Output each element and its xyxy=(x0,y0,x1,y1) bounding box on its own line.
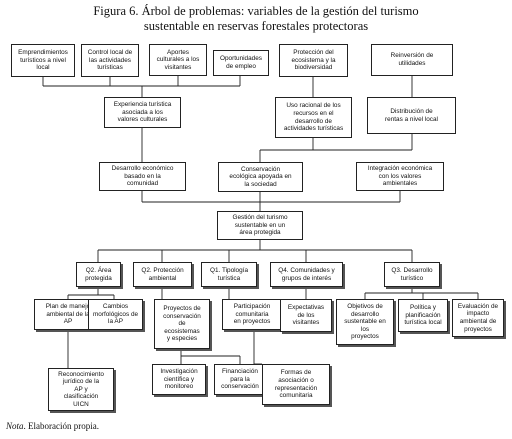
figure-title-line-1: Figura 6. Árbol de problemas: variables … xyxy=(93,4,419,18)
effect-box-aportes-culturales: Aportes culturales a los visitantes xyxy=(149,44,207,76)
effect-box-reinversion: Reinversión de utilidades xyxy=(371,44,453,76)
cause-box-politica: Política y planificación turística local xyxy=(398,299,448,332)
effect-box-proteccion-ecosistema: Protección del ecosistema y la biodivers… xyxy=(279,44,348,77)
effect-box-oportunidades: Oportunidades de empleo xyxy=(213,50,269,76)
effect-box-desarrollo-economico: Desarrollo económico basado en la comuni… xyxy=(99,162,186,191)
question-box-q4-comunidades: Q4. Comunidades y grupos de interés xyxy=(270,262,343,287)
note-label: Nota xyxy=(6,421,24,431)
cause-box-participacion: Participación comunitaria en proyectos xyxy=(222,299,282,330)
effect-box-conservacion: Conservación ecológica apoyada en la soc… xyxy=(218,162,303,192)
question-box-q1-tipologia: Q1. Tipología turística xyxy=(201,262,257,287)
cause-box-proyectos-conservacion: Proyectos de conservación de ecosistemas… xyxy=(154,299,210,349)
subcause-box-investigacion: Investigación científica y monitoreo xyxy=(152,364,206,395)
cause-box-objetivos: Objetivos de desarrollo sustentable en l… xyxy=(336,299,394,345)
question-box-q3-desarrollo: Q3. Desarrollo turístico xyxy=(384,262,440,287)
subcause-box-formas-asociacion: Formas de asociación o representación co… xyxy=(262,364,330,405)
effect-box-integracion: Integración económica con los valores am… xyxy=(356,162,444,191)
figure-title-line-2: sustentable en reservas forestales prote… xyxy=(143,19,369,33)
core-problem-box: Gestión del turismo sustentable en un ár… xyxy=(217,211,303,240)
cause-box-cambios-morfologicos: Cambios morfológicos de la AP xyxy=(88,299,143,330)
question-box-q2-area-protegida: Q2. Área protegida xyxy=(76,262,121,287)
question-box-q2-proteccion-ambiental: Q2. Protección ambiental xyxy=(133,262,192,287)
figure-note: Nota. Elaboración propia. xyxy=(6,421,99,431)
cause-box-evaluacion: Evaluación de impacto ambiental de proye… xyxy=(452,299,504,337)
subcause-box-financiacion: Financiación para la conservación xyxy=(214,364,266,395)
effect-box-emprendimientos: Emprendimientos turísticos a nivel local xyxy=(11,44,75,77)
cause-box-expectativas: Expectativas de los visitantes xyxy=(280,299,332,332)
subcause-box-reconocimiento: Reconocimiento jurídico de la AP y clasi… xyxy=(48,368,114,411)
effect-box-uso-racional: Uso racional de los recursos en el desar… xyxy=(275,97,352,138)
effect-box-experiencia: Experiencia turística asociada a los val… xyxy=(104,97,181,128)
effect-box-control-local: Control local de las actividades turísti… xyxy=(81,44,139,77)
note-text: . Elaboración propia. xyxy=(23,421,99,431)
effect-box-distribucion: Distribución de rentas a nivel local xyxy=(367,97,456,134)
